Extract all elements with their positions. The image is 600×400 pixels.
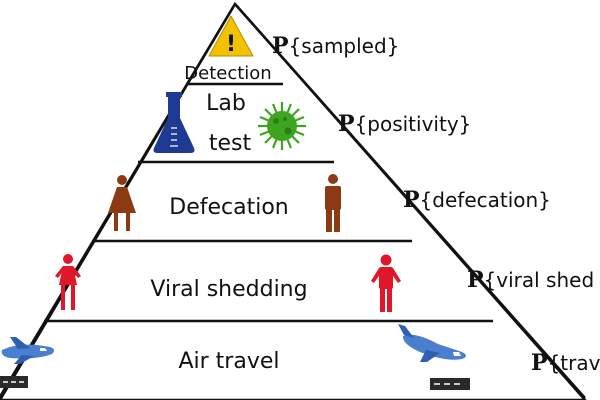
probability-label-sampled: P{sampled} <box>272 33 399 59</box>
level-label-travel: Air travel <box>178 349 279 374</box>
probability-event: {viral shed <box>484 268 595 292</box>
level-label-lab: Lab <box>206 91 246 116</box>
warning-triangle-icon: ! <box>208 15 254 57</box>
probability-event: {trav <box>548 351 600 375</box>
probability-label-positivity: P{positivity} <box>338 111 471 137</box>
warning-symbol: ! <box>226 32 236 57</box>
probability-label-shedding: P{viral shed <box>467 267 594 293</box>
woman-icon <box>108 175 136 231</box>
virus-icon <box>258 102 306 150</box>
probability-symbol: P <box>403 187 420 213</box>
flask-icon <box>153 92 195 153</box>
probability-symbol: P <box>467 267 484 293</box>
level-label-detection: Detection <box>184 63 271 84</box>
probability-label-defecation: P{defecation} <box>403 187 551 213</box>
probability-event: {positivity} <box>355 112 472 136</box>
pyramid-right-edge <box>234 3 586 399</box>
probability-label-travel: P{trav <box>531 350 600 376</box>
man-icon <box>325 174 341 232</box>
level-label-shedding: Viral shedding <box>150 277 307 302</box>
woman-icon <box>55 254 81 310</box>
level-label-test: test <box>209 131 252 156</box>
airplane-icon <box>398 324 470 390</box>
airplane-icon <box>0 337 55 388</box>
probability-symbol: P <box>272 33 289 59</box>
probability-event: {sampled} <box>289 34 400 58</box>
probability-symbol: P <box>531 350 548 376</box>
probability-event: {defecation} <box>420 188 551 212</box>
probability-symbol: P <box>338 111 355 137</box>
level-label-defecation: Defecation <box>169 195 288 220</box>
man-icon <box>371 254 401 312</box>
